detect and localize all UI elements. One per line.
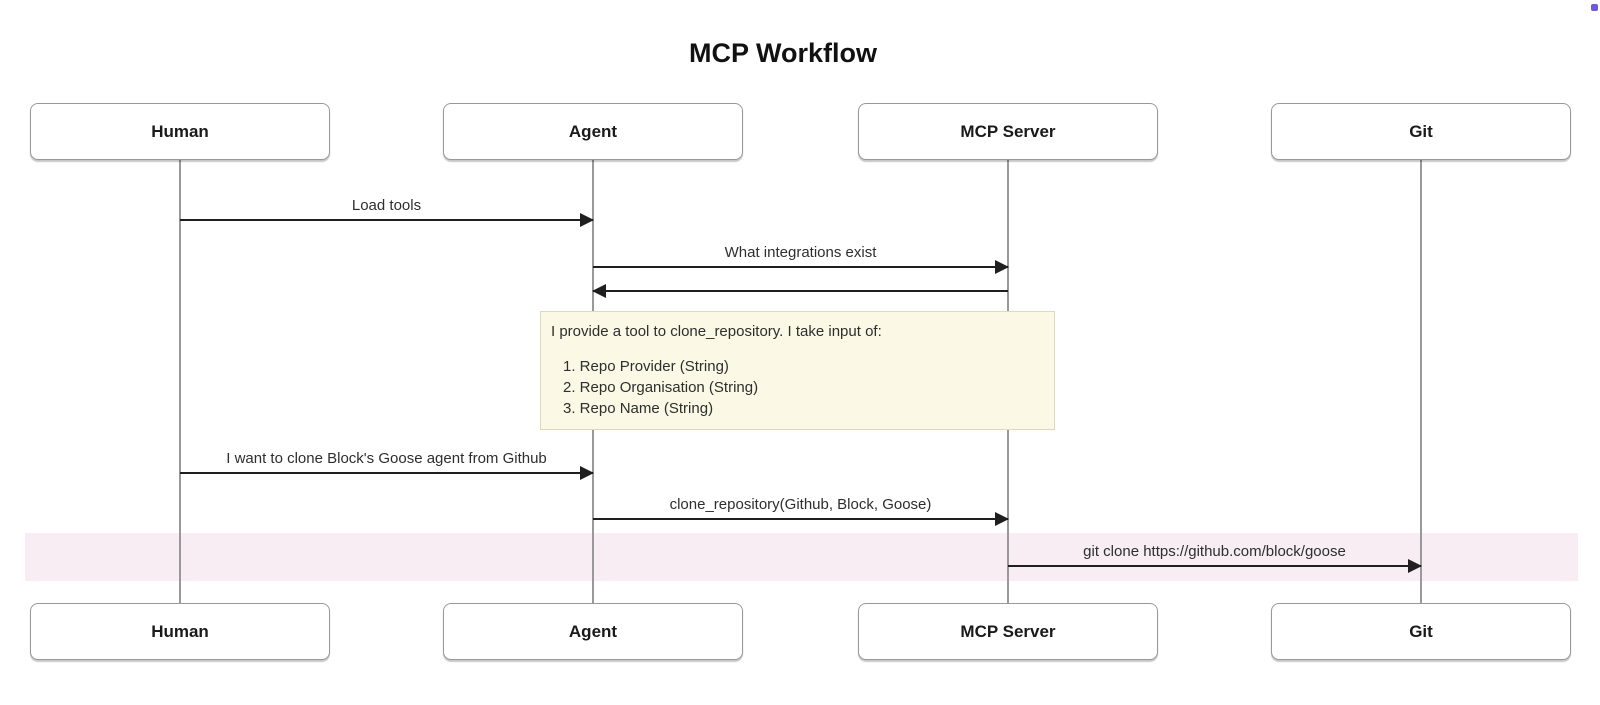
highlight-band	[25, 533, 1578, 581]
message-line	[593, 290, 1008, 292]
note-intro: I provide a tool to clone_repository. I …	[551, 323, 882, 340]
actor-label: MCP Server	[960, 621, 1056, 641]
message-line	[593, 518, 1008, 520]
message-label: clone_repository(Github, Block, Goose)	[669, 496, 932, 513]
actor-label: Git	[1409, 121, 1433, 141]
actor-agent-top: Agent	[443, 103, 743, 160]
arrowhead-right-icon	[580, 466, 594, 480]
note-box: I provide a tool to clone_repository. I …	[540, 311, 1055, 430]
message-label: I want to clone Block's Goose agent from…	[226, 450, 547, 467]
arrowhead-left-icon	[592, 284, 606, 298]
actor-agent-bottom: Agent	[443, 603, 743, 660]
arrowhead-right-icon	[1408, 559, 1422, 573]
actor-label: Git	[1409, 621, 1433, 641]
message-label: What integrations exist	[724, 244, 877, 261]
actor-label: MCP Server	[960, 121, 1056, 141]
actor-human-top: Human	[30, 103, 330, 160]
diagram-title: MCP Workflow	[688, 38, 877, 68]
actor-git-bottom: Git	[1271, 603, 1571, 660]
arrowhead-right-icon	[580, 213, 594, 227]
actor-label: Human	[151, 621, 209, 641]
message-line	[593, 266, 1008, 268]
note-item: 2. Repo Organisation (String)	[563, 379, 759, 396]
lifeline-human	[179, 160, 181, 604]
note-item: 3. Repo Name (String)	[563, 400, 714, 417]
actor-mcp-server-top: MCP Server	[858, 103, 1158, 160]
actor-git-top: Git	[1271, 103, 1571, 160]
purple-dot	[1591, 4, 1598, 11]
message-label: Load tools	[351, 197, 422, 214]
actor-label: Agent	[568, 621, 618, 641]
message-label: git clone https://github.com/block/goose	[1083, 543, 1346, 560]
lifeline-git	[1420, 160, 1422, 604]
actor-label: Human	[151, 121, 209, 141]
note-item: 1. Repo Provider (String)	[563, 358, 729, 375]
message-line	[1008, 565, 1421, 567]
actor-mcp-server-bottom: MCP Server	[858, 603, 1158, 660]
actor-label: Agent	[568, 121, 618, 141]
arrowhead-right-icon	[995, 260, 1009, 274]
actor-human-bottom: Human	[30, 603, 330, 660]
arrowhead-right-icon	[995, 512, 1009, 526]
message-line	[180, 472, 593, 474]
message-line	[180, 219, 593, 221]
